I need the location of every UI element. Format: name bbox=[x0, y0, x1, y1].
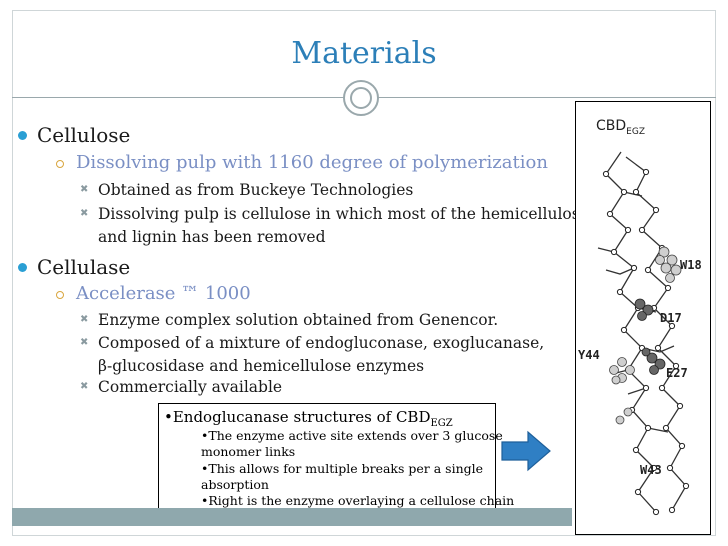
bullet-cross-icon: ✖ bbox=[80, 208, 89, 219]
callout-line: monomer links bbox=[201, 444, 296, 459]
bullet-cross-icon: ✖ bbox=[80, 381, 89, 392]
right-arrow-icon bbox=[501, 430, 551, 472]
bullet-cross-icon: ✖ bbox=[80, 314, 89, 325]
bullet-l3: Commercially available bbox=[98, 378, 283, 396]
bullet-l3-continued: and lignin has been removed bbox=[98, 228, 326, 246]
bullet-l3: Enzyme complex solution obtained from Ge… bbox=[98, 311, 499, 329]
bullet-l3-continued: β-glucosidase and hemicellulose enzymes bbox=[98, 357, 425, 375]
slide-title: Materials bbox=[291, 36, 437, 71]
callout-line: absorption bbox=[201, 477, 269, 492]
divider-ornament bbox=[343, 80, 379, 116]
figure-title-text: CBD bbox=[596, 118, 627, 134]
residue-label: Y44 bbox=[578, 348, 600, 362]
bullet-l1: Cellulose bbox=[37, 123, 131, 147]
bullet-ring-icon bbox=[56, 291, 64, 299]
slide-frame bbox=[12, 10, 716, 536]
bullet-l3: Dissolving pulp is cellulose in which mo… bbox=[98, 205, 589, 223]
callout-heading: •Endoglucanase structures of CBDEGZ bbox=[164, 408, 453, 429]
bullet-l1: Cellulase bbox=[37, 255, 131, 279]
figure-title-subscript: EGZ bbox=[626, 126, 645, 137]
residue-label: W18 bbox=[680, 258, 702, 272]
callout-line: •This allows for multiple breaks per a s… bbox=[201, 461, 484, 476]
bullet-l2: Dissolving pulp with 1160 degree of poly… bbox=[76, 152, 548, 173]
bullet-l2: Accelerase ™ 1000 bbox=[76, 283, 251, 304]
callout-line: •The enzyme active site extends over 3 g… bbox=[201, 428, 503, 443]
bullet-l3: Composed of a mixture of endogluconase, … bbox=[98, 334, 545, 352]
residue-label: W43 bbox=[640, 463, 662, 477]
footer-bar bbox=[12, 508, 572, 526]
callout-heading-subscript: EGZ bbox=[430, 418, 453, 429]
divider-ornament-inner bbox=[350, 87, 372, 109]
callout-heading-text: •Endoglucanase structures of CBD bbox=[164, 408, 431, 426]
bullet-dot-icon bbox=[18, 131, 27, 140]
residue-label: D17 bbox=[660, 311, 682, 325]
bullet-dot-icon bbox=[18, 263, 27, 272]
figure-title: CBDEGZ bbox=[596, 118, 645, 137]
bullet-ring-icon bbox=[56, 160, 64, 168]
callout-box: •Endoglucanase structures of CBDEGZ •The… bbox=[158, 403, 514, 513]
bullet-cross-icon: ✖ bbox=[80, 184, 89, 195]
bullet-l3: Obtained as from Buckeye Technologies bbox=[98, 181, 414, 199]
molecule-figure: CBDEGZ bbox=[575, 101, 711, 535]
residue-label: E27 bbox=[666, 366, 688, 380]
molecule-structure-image bbox=[597, 151, 690, 516]
callout-line: •Right is the enzyme overlaying a cellul… bbox=[201, 493, 515, 508]
bullet-cross-icon: ✖ bbox=[80, 337, 89, 348]
